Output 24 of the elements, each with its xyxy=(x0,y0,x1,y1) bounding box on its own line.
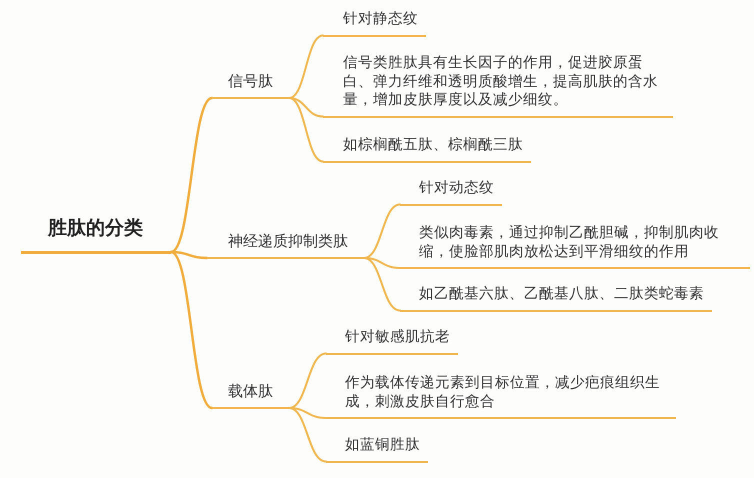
subtopic: 针对动态纹 xyxy=(400,179,502,206)
subtopic: 信号类胜肽具有生长因子的作用，促进胶原蛋白、弹力纤维和透明质酸增生，提高肌肤的含水量，增加皮肤厚度以及减少细纹。 xyxy=(323,54,673,118)
subtopic: 如乙酰基六肽、乙酰基八肽、二肽类蛇毒素 xyxy=(400,285,712,312)
subtopic: 针对敏感肌抗老 xyxy=(326,328,458,354)
branch-connector xyxy=(363,204,401,259)
branch-connector xyxy=(288,34,324,99)
branch-connector xyxy=(363,257,401,269)
branch-topic: 神经递质抑制类肽 xyxy=(207,232,364,259)
branch-connector xyxy=(288,97,324,162)
branch-topic: 载体肽 xyxy=(212,382,289,409)
subtopic: 如棕榈酰五肽、棕榈酰三肽 xyxy=(323,136,531,162)
branch-topic: 信号肽 xyxy=(212,72,289,99)
branch-connector xyxy=(170,96,214,254)
subtopic: 作为载体传递元素到目标位置，减少疤痕组织生成，刺激皮肤自行愈合 xyxy=(326,374,676,419)
branch-connector xyxy=(288,352,327,409)
root-topic: 胜肽的分类 xyxy=(21,216,171,254)
branch-connector xyxy=(288,407,327,419)
subtopic: 针对静态纹 xyxy=(323,10,426,36)
subtopic: 如蓝铜胜肽 xyxy=(326,436,428,462)
branch-connector xyxy=(288,97,324,118)
branch-connector xyxy=(170,250,214,410)
branch-connector xyxy=(363,257,401,312)
subtopic: 类似肉毒素，通过抑制乙酰胆碱，抑制肌肉收缩，使脸部肌肉放松达到平滑细纹的作用 xyxy=(400,224,750,269)
branch-connector xyxy=(288,407,327,462)
